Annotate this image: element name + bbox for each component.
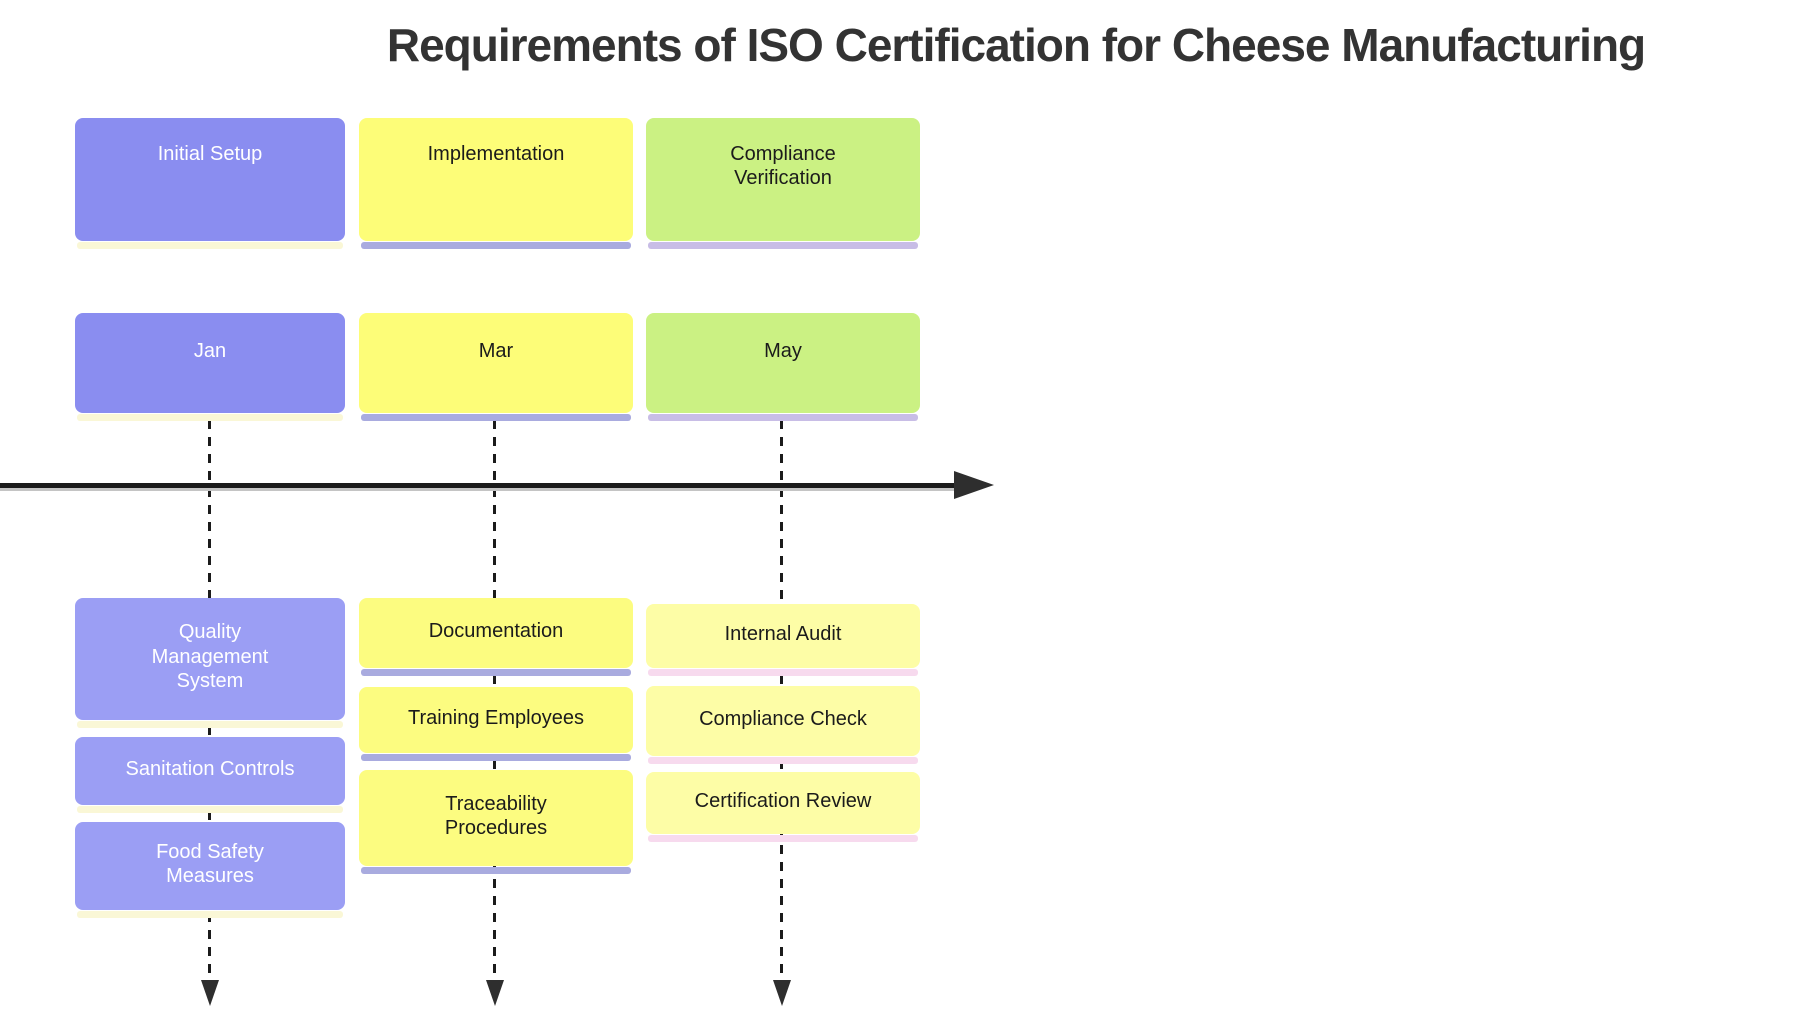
down-arrowhead-icon-mar [486, 980, 504, 1006]
task-certification-review: Certification Review [646, 772, 920, 842]
task-quality-management-system: Quality Management System [75, 598, 345, 728]
task-label: Compliance Check [699, 707, 867, 730]
task-compliance-check: Compliance Check [646, 686, 920, 764]
section-header-label: Implementation [427, 143, 565, 165]
period-mar: Mar [359, 313, 633, 421]
task-internal-audit: Internal Audit [646, 604, 920, 676]
section-header-initial-setup: Initial Setup [75, 118, 345, 249]
task-sanitation-controls: Sanitation Controls [75, 737, 345, 813]
task-label: Quality Management System [151, 621, 269, 693]
task-documentation: Documentation [359, 598, 633, 676]
task-traceability-procedures: Traceability Procedures [359, 770, 633, 874]
task-food-safety-measures: Food Safety Measures [75, 822, 345, 918]
task-label: Training Employees [407, 706, 584, 729]
period-may: May [646, 313, 920, 421]
section-header-compliance-verification: Compliance Verification [646, 118, 920, 249]
period-label: Mar [478, 340, 514, 362]
task-label: Traceability Procedures [444, 792, 548, 839]
task-label: Sanitation Controls [125, 757, 295, 780]
diagram-title: Requirements of ISO Certification for Ch… [386, 19, 1646, 71]
period-jan: Jan [75, 313, 345, 421]
task-label: Internal Audit [724, 622, 842, 645]
section-header-label: Initial Setup [157, 143, 263, 165]
section-header-implementation: Implementation [359, 118, 633, 249]
task-training-employees: Training Employees [359, 687, 633, 761]
period-label: Jan [193, 340, 227, 362]
right-arrowhead-icon [954, 471, 994, 499]
task-label: Documentation [428, 619, 564, 642]
section-header-label: Compliance Verification [730, 143, 836, 190]
timeline-axis-line [0, 483, 956, 488]
task-label: Food Safety Measures [156, 840, 264, 887]
task-label: Certification Review [694, 789, 872, 812]
down-arrowhead-icon-may [773, 980, 791, 1006]
down-arrowhead-icon-jan [201, 980, 219, 1006]
period-label: May [764, 340, 802, 362]
